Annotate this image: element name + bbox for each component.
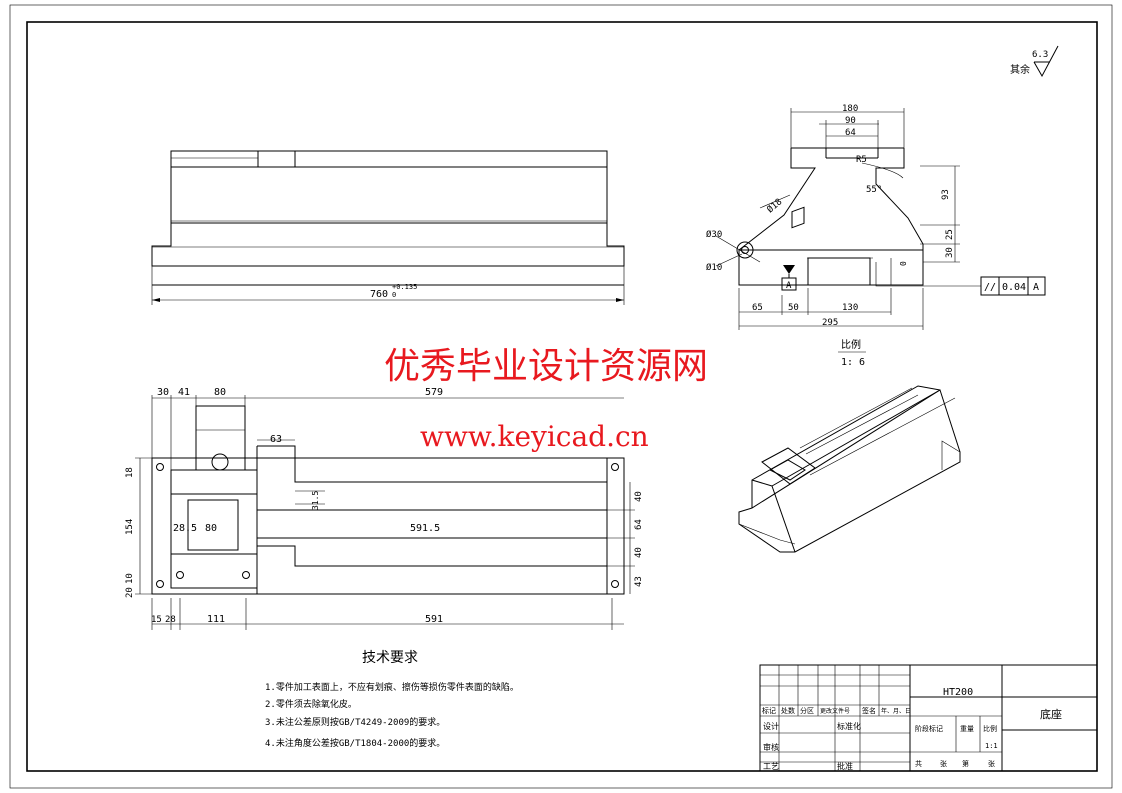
dim-64: 64	[845, 128, 856, 138]
datum-label: A	[786, 281, 792, 291]
dim-50: 50	[788, 303, 799, 313]
tolerance-lower: 0	[392, 291, 396, 299]
svg-text:签名: 签名	[862, 706, 876, 715]
roughness-check-icon	[1033, 45, 1059, 78]
dim-80-hole: 80	[205, 523, 217, 534]
dim-40-bottom: 40	[634, 547, 644, 558]
tolerance-upper: +0.135	[392, 283, 417, 291]
dim-zero: 0	[899, 261, 908, 266]
dim-180: 180	[842, 104, 858, 114]
dim-10: 10	[125, 573, 135, 584]
scale-label: 比例	[841, 338, 861, 351]
outer-border	[9, 4, 1113, 789]
dim-64-right: 64	[634, 519, 644, 530]
roughness-label: 其余	[1010, 63, 1030, 76]
svg-text:第: 第	[962, 759, 969, 768]
svg-text:张: 张	[940, 759, 947, 768]
notes-title: 技术要求	[362, 650, 418, 666]
note-1: 1.零件加工表面上，不应有划痕、擦伤等损伤零件表面的缺陷。	[265, 681, 519, 693]
svg-text:共: 共	[915, 759, 922, 768]
scale-value-block: 1:1	[985, 742, 998, 750]
approve-label: 批准	[837, 761, 853, 771]
dim-41: 41	[178, 387, 190, 398]
dim-579: 579	[425, 387, 443, 398]
dim-63: 63	[270, 434, 282, 445]
dim-31-5: 31.5	[311, 491, 320, 510]
svg-text:分区: 分区	[800, 706, 814, 715]
dim-40-top: 40	[634, 491, 644, 502]
svg-text:标记: 标记	[762, 706, 776, 715]
dim-18: 18	[125, 467, 135, 478]
svg-text:处数: 处数	[781, 706, 795, 715]
dim-15: 15	[151, 615, 162, 625]
dim-30: 30	[157, 387, 169, 398]
mounting-holes	[156, 463, 619, 588]
weight-label: 重量	[960, 725, 974, 733]
side-view: A // 0.04 A 180 90 64 R5 55° 93 25 30 Ø3…	[706, 104, 1046, 368]
watermark-title: 优秀毕业设计资源网	[384, 346, 708, 387]
material-label: HT200	[943, 687, 973, 698]
dim-dia30: Ø30	[706, 229, 722, 240]
dim-591-5: 591.5	[410, 523, 440, 534]
dim-295: 295	[822, 318, 838, 328]
length-dim: 760	[370, 289, 388, 300]
scale-label-block: 比例	[983, 724, 997, 733]
dim-dia18: Ø18	[765, 196, 785, 215]
surface-roughness-symbol: 其余 6.3	[1010, 45, 1059, 78]
dim-93: 93	[941, 189, 951, 200]
title-block: HT200 底座 标记 处数 分区 更改文件号 签名 年、月、日 设计 标准化 …	[759, 664, 1098, 772]
isometric-view	[738, 206, 961, 553]
tolerance-datum: A	[1033, 282, 1039, 293]
part-name: 底座	[1040, 707, 1062, 721]
note-2: 2.零件须去除氧化皮。	[265, 698, 357, 710]
stage-label: 阶段标记	[915, 724, 943, 733]
dim-80: 80	[214, 387, 226, 398]
top-view: 30 41 80 579 63 18 154 20 10 28.5 80 591…	[125, 387, 644, 630]
dim-90: 90	[845, 116, 856, 126]
technical-notes: 技术要求 1.零件加工表面上，不应有划痕、擦伤等损伤零件表面的缺陷。 2.零件须…	[265, 650, 519, 749]
dim-dia10: Ø10	[706, 262, 722, 273]
parallelism-icon: //	[984, 282, 996, 293]
standardize-label: 标准化	[837, 721, 861, 731]
dim-43: 43	[634, 576, 644, 587]
inner-border	[26, 21, 1098, 772]
svg-text:年、月、日: 年、月、日	[881, 707, 911, 715]
dim-20: 20	[125, 587, 135, 598]
watermark-url: www.keyicad.cn	[420, 420, 649, 453]
dim-angle: 55°	[866, 185, 882, 195]
dim-25: 25	[945, 229, 955, 240]
dim-28: 28	[165, 615, 176, 625]
dim-130: 130	[842, 303, 858, 313]
dim-111: 111	[207, 614, 225, 625]
dim-r5: R5	[856, 155, 867, 165]
note-4: 4.未注角度公差按GB/T1804-2000的要求。	[265, 737, 445, 749]
front-view: 760 +0.135 0	[151, 150, 625, 305]
note-3: 3.未注公差原则按GB/T4249-2009的要求。	[265, 716, 445, 728]
dim-28-5: 28.5	[173, 523, 197, 534]
reviewer-label: 审核	[763, 742, 779, 752]
dim-65: 65	[752, 303, 763, 313]
dim-154: 154	[125, 519, 135, 535]
tolerance-value: 0.04	[1002, 282, 1026, 293]
roughness-value: 6.3	[1032, 50, 1048, 60]
svg-text:张: 张	[988, 759, 995, 768]
svg-text:更改文件号: 更改文件号	[820, 707, 850, 715]
designer-label: 设计	[763, 721, 779, 731]
dim-591: 591	[425, 614, 443, 625]
dim-30: 30	[945, 247, 955, 258]
scale-value: 1: 6	[841, 357, 865, 368]
process-label: 工艺	[763, 762, 779, 771]
